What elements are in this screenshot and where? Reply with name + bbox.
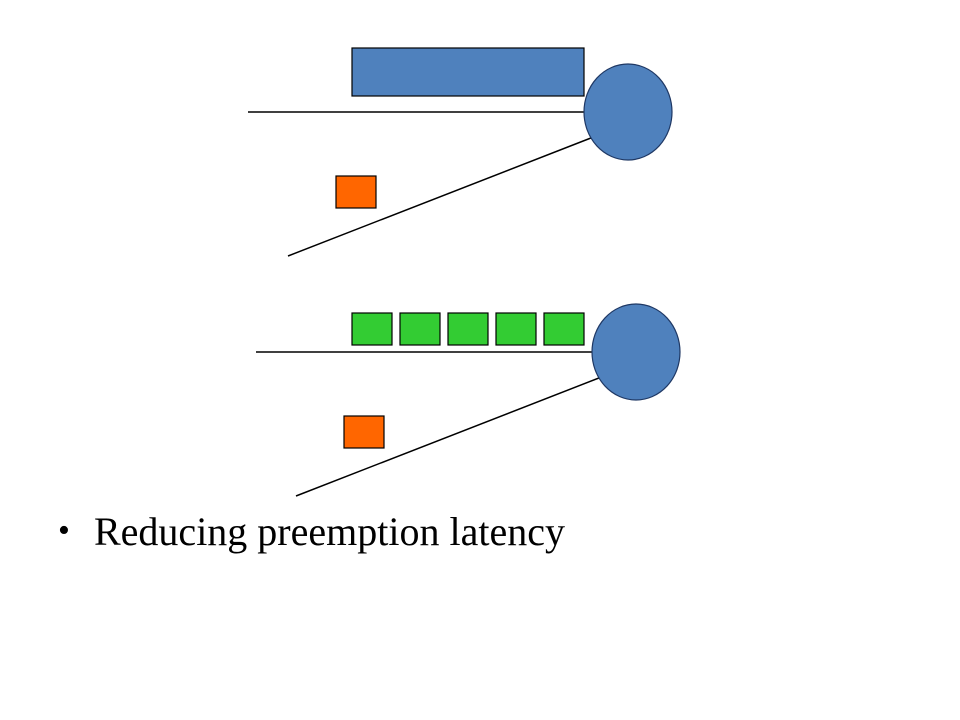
top-queue-group: [248, 47, 673, 257]
small-job-block: [351, 312, 393, 346]
bottom-queue-group: [256, 303, 681, 497]
small-job-block: [447, 312, 489, 346]
bullet-text: Reducing preemption latency: [94, 508, 565, 554]
short-job-block: [343, 415, 385, 449]
bottom-server-circle: [591, 303, 681, 401]
small-job-block: [543, 312, 585, 346]
small-job-block: [399, 312, 441, 346]
bottom-arrival-line: [295, 375, 605, 497]
bullet-item: • Reducing preemption latency: [58, 506, 565, 556]
top-arrival-line: [287, 135, 597, 257]
top-server-circle: [583, 63, 673, 161]
small-job-block: [495, 312, 537, 346]
long-job-block: [351, 47, 585, 97]
bullet-icon: •: [58, 512, 70, 549]
short-job-block: [335, 175, 377, 209]
